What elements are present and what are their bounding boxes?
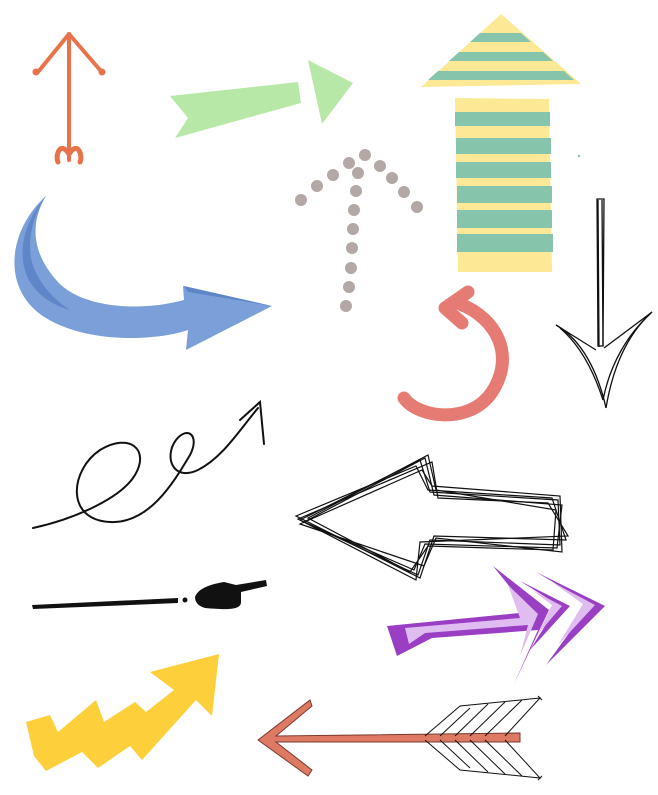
orange-up-arrow-icon [32, 32, 106, 165]
sketch-left-outline-arrow-icon [294, 454, 570, 581]
purple-chevron-arrow-icon [387, 566, 605, 684]
sketch-down-arrow-icon [555, 198, 653, 409]
striped-up-arrow-icon [421, 14, 581, 272]
salmon-circular-arrow-icon [397, 285, 509, 422]
blue-curved-arrow-icon [14, 196, 272, 350]
feathered-left-arrow-icon [257, 695, 543, 781]
looped-swirl-arrow-icon [32, 399, 265, 529]
yellow-zigzag-arrow-icon [26, 654, 219, 771]
green-right-arrow-icon [170, 60, 353, 138]
dotted-up-arrow-icon [295, 149, 423, 312]
brush-pointer-arrow-icon [32, 580, 267, 610]
